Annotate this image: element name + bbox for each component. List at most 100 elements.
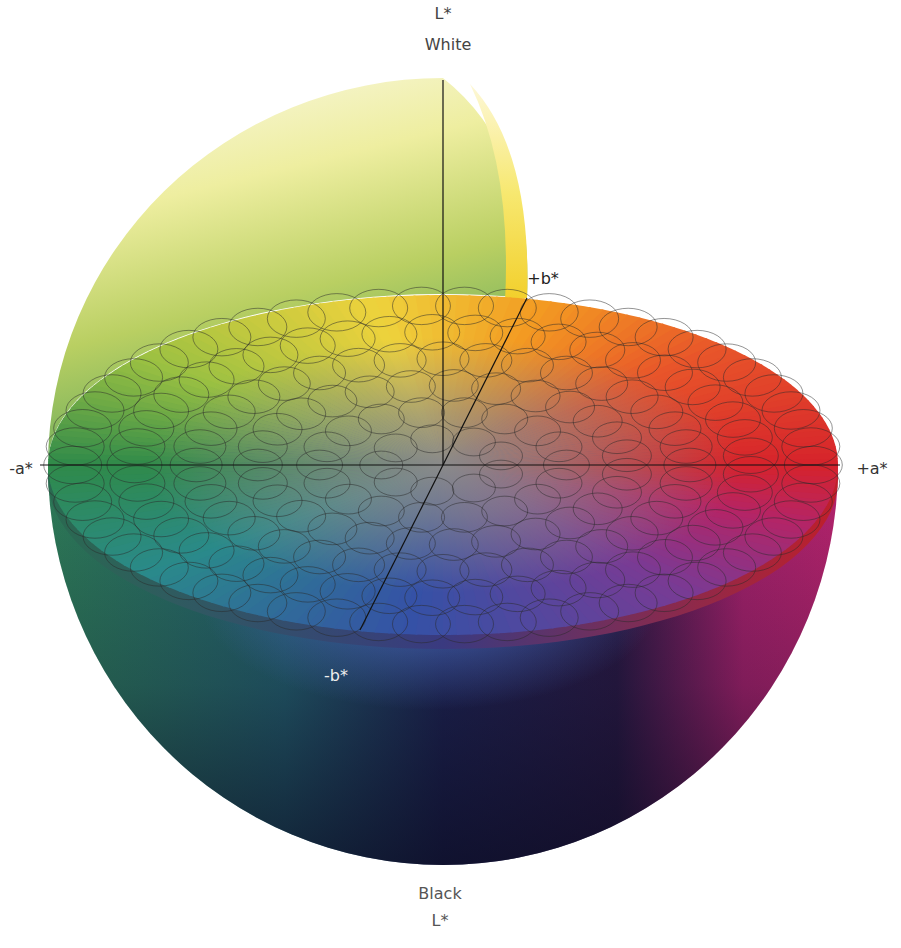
- sample-ellipse: [573, 493, 622, 525]
- sample-ellipse: [238, 468, 287, 500]
- sample-ellipse: [411, 477, 454, 505]
- pole-label: Black: [418, 885, 461, 903]
- sample-ellipse: [576, 367, 628, 401]
- sample-ellipse: [228, 380, 280, 414]
- sample-ellipse: [228, 517, 280, 551]
- sample-ellipse: [592, 422, 641, 454]
- sample-ellipse: [358, 496, 404, 526]
- axis-label: L*: [432, 912, 449, 930]
- sample-ellipse: [119, 411, 174, 447]
- sample-ellipse: [243, 337, 298, 373]
- sample-ellipse: [436, 287, 494, 324]
- sample-ellipse: [253, 413, 302, 445]
- sample-ellipse: [668, 562, 726, 599]
- sample-ellipse: [308, 294, 366, 331]
- sample-ellipse: [472, 373, 521, 405]
- sample-ellipse: [229, 308, 287, 345]
- sample-ellipse: [258, 367, 310, 401]
- sample-ellipse: [602, 440, 651, 472]
- sample-ellipse: [490, 576, 545, 612]
- sample-ellipse: [515, 416, 561, 446]
- sample-ellipse: [258, 530, 310, 564]
- sample-ellipse: [688, 510, 743, 546]
- axis-label: +a*: [856, 460, 887, 478]
- sample-ellipse: [478, 603, 536, 640]
- sample-ellipse: [602, 458, 651, 490]
- axis-label: L*: [435, 5, 452, 23]
- sample-ellipse: [723, 438, 778, 474]
- sample-ellipse: [374, 434, 417, 462]
- sample-ellipse: [605, 552, 660, 588]
- sample-ellipse: [660, 467, 712, 501]
- sample-ellipse: [599, 584, 657, 621]
- sample-ellipse: [193, 574, 251, 611]
- sample-ellipse: [576, 530, 628, 564]
- sample-ellipse: [417, 554, 469, 588]
- sample-ellipse: [436, 605, 494, 642]
- sample-ellipse: [358, 404, 404, 434]
- sample-ellipse: [570, 562, 625, 598]
- sample-ellipse: [203, 501, 255, 535]
- sample-ellipse: [280, 567, 335, 603]
- sample-ellipse: [110, 429, 165, 465]
- sample-ellipse: [782, 465, 840, 502]
- sample-ellipse: [304, 432, 350, 462]
- axes: [40, 80, 840, 630]
- sample-ellipse: [717, 420, 772, 456]
- l-axis: [442, 80, 443, 465]
- sample-ellipse: [649, 485, 701, 519]
- sample-ellipse: [452, 474, 495, 502]
- sample-ellipse: [698, 549, 756, 586]
- a-axis: [40, 464, 840, 465]
- sample-ellipse: [308, 599, 366, 636]
- sample-ellipse: [83, 518, 141, 555]
- sample-ellipse: [160, 330, 218, 367]
- sample-ellipse: [392, 605, 450, 642]
- sample-ellipse: [229, 584, 287, 621]
- sample-ellipse: [540, 356, 592, 390]
- pole-label: White: [425, 36, 472, 54]
- sample-ellipse: [745, 375, 803, 412]
- axis-label: -a*: [9, 460, 33, 478]
- sample-ellipse: [280, 328, 335, 364]
- axis-label: +b*: [527, 270, 559, 288]
- sample-ellipse: [160, 562, 218, 599]
- b-axis-negative: [360, 465, 443, 630]
- sample-ellipse: [688, 385, 743, 421]
- sample-ellipse: [350, 603, 408, 640]
- sample-ellipse: [267, 300, 325, 337]
- sample-ellipse: [665, 525, 720, 561]
- sample-ellipse: [592, 476, 641, 508]
- cut-face: [470, 84, 527, 302]
- sample-ellipse: [520, 294, 578, 331]
- sample-ellipse: [405, 315, 460, 351]
- sample-ellipse: [479, 442, 522, 470]
- sample-ellipse: [605, 343, 660, 379]
- sample-ellipse: [479, 460, 522, 488]
- sample-ellipse: [570, 332, 625, 368]
- sample-ellipse: [723, 534, 781, 571]
- sample-ellipse: [320, 574, 375, 610]
- sample-ellipse: [105, 534, 163, 571]
- sample-ellipse: [635, 318, 693, 355]
- sample-ellipse: [374, 553, 426, 587]
- sample-ellipse: [405, 580, 460, 616]
- sample-ellipse: [635, 574, 693, 611]
- sample-ellipse: [531, 570, 586, 606]
- sample-ellipse: [531, 324, 586, 360]
- sample-ellipse: [705, 402, 760, 438]
- sample-ellipse: [66, 501, 124, 538]
- sample-ellipse: [333, 348, 385, 382]
- sample-ellipse: [134, 501, 189, 537]
- sample-ellipse: [267, 593, 325, 630]
- axis-label: -b*: [324, 667, 348, 685]
- b-axis-positive: [443, 298, 527, 465]
- sample-ellipse: [723, 359, 781, 396]
- sample-ellipse: [762, 392, 820, 429]
- sample-ellipse: [561, 300, 619, 337]
- sample-ellipse: [448, 315, 503, 351]
- sample-ellipse: [637, 355, 692, 391]
- sample-ellipse: [478, 289, 536, 326]
